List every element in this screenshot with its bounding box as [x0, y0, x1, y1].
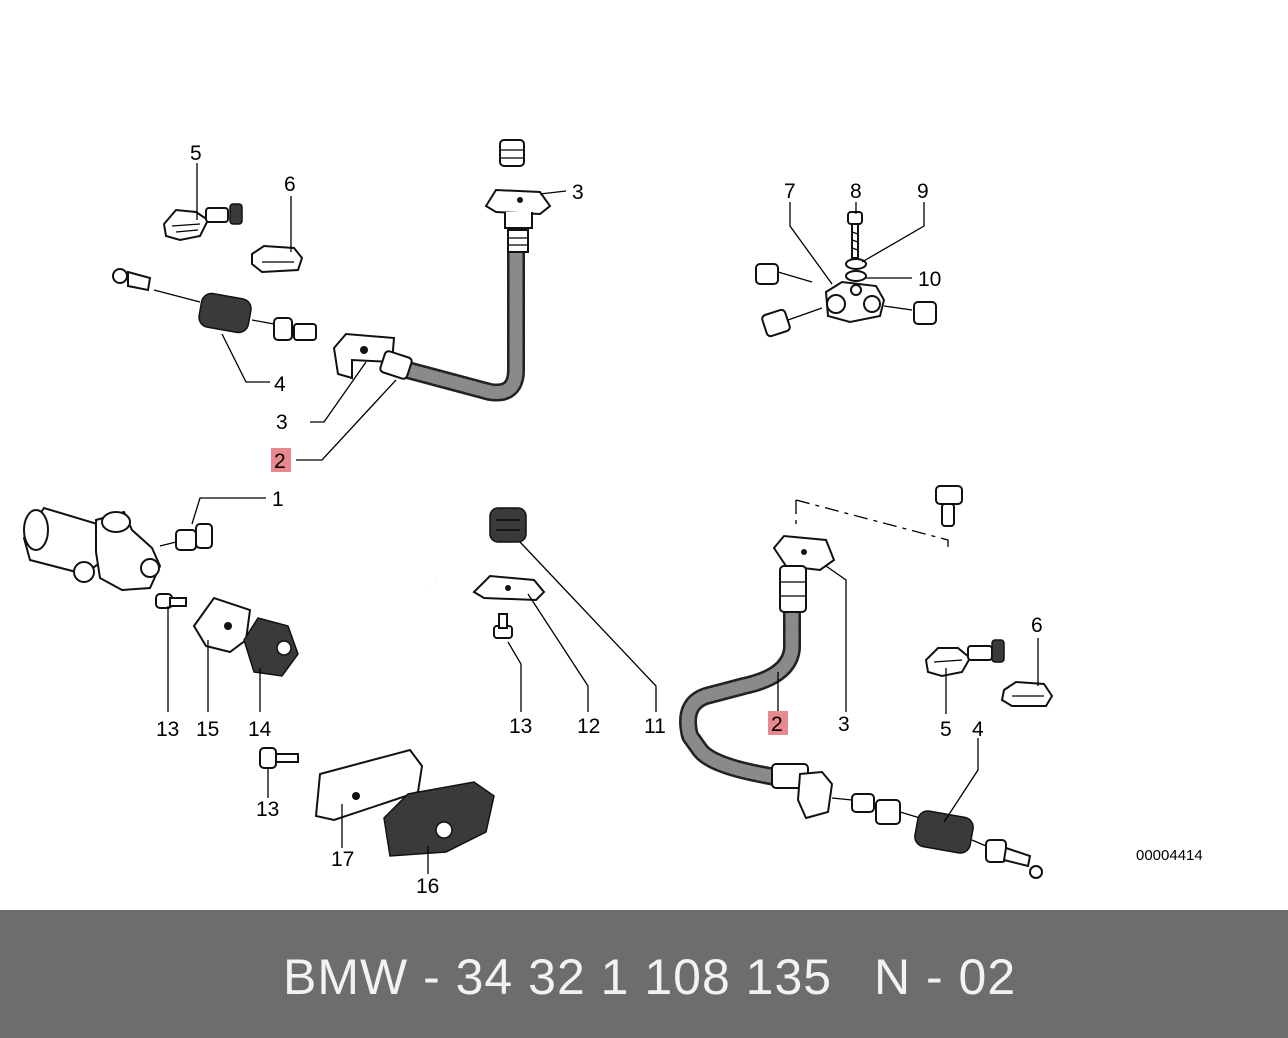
- callout-10: 10: [918, 268, 941, 291]
- part-13-screw-bottom: [259, 747, 299, 769]
- brake-hose-upper: [391, 229, 525, 402]
- brake-hose-lower: [679, 603, 801, 789]
- part-14-grommet-block: [243, 617, 299, 677]
- part-8-bolt: [847, 211, 863, 259]
- part-15-clamp: [192, 596, 252, 654]
- callout-4-left: 4: [274, 373, 286, 396]
- part-5-banjo-bolt-right: [924, 639, 1005, 678]
- callout-13-b: 13: [509, 715, 532, 738]
- bracket-3-right: [772, 534, 836, 572]
- part-13-screw-center: [493, 613, 513, 639]
- callout-4-right: 4: [972, 718, 984, 741]
- callout-7: 7: [784, 180, 796, 203]
- fitting-top-nut: [499, 139, 529, 253]
- hose-end-fitting-right-bottom: [771, 763, 834, 820]
- bracket-3-top: [484, 188, 552, 229]
- fitting-junction-right: [883, 301, 937, 325]
- part-6-clip-right: [1000, 680, 1054, 707]
- callout-5-right: 5: [940, 718, 952, 741]
- part-number-footer: BMW - 34 32 1 108 135 N - 02: [0, 910, 1288, 1038]
- callout-8: 8: [850, 180, 862, 203]
- leader-lines: [167, 163, 1039, 874]
- callout-5-top: 5: [190, 142, 202, 165]
- callout-3-top: 3: [572, 181, 584, 204]
- part-7-junction-block: [824, 280, 886, 324]
- part-12-bracket: [472, 574, 546, 602]
- part-4-grommet-upper: [112, 268, 317, 341]
- callout-labels: 5 6 3 4 3 2 1 7 8 9 10 13 15 14 13 12 11…: [156, 142, 1203, 898]
- callout-9: 9: [917, 180, 929, 203]
- part-6-clip-top: [251, 244, 304, 274]
- callout-16: 16: [416, 875, 439, 898]
- highlight-box-right: [768, 711, 788, 735]
- part-11-grommet: [489, 507, 527, 543]
- callout-15: 15: [196, 718, 219, 741]
- fitting-junction-left: [755, 263, 823, 338]
- hose-end-fitting-left: [379, 350, 413, 380]
- callout-17: 17: [331, 848, 354, 871]
- callout-6-top: 6: [284, 173, 296, 196]
- callout-12: 12: [577, 715, 600, 738]
- brake-pipe-long-s: [435, 320, 771, 580]
- brake-pipe-lower-left: [209, 528, 427, 627]
- fitting-right-drop-end: [935, 485, 963, 527]
- brake-pipe-right-drop: [929, 314, 976, 489]
- document-number: 00004414: [1136, 847, 1203, 864]
- part-9-10-washers: [845, 258, 867, 282]
- parts-diagram: 5 6 3 4 3 2 1 7 8 9 10 13 15 14 13 12 11…: [22, 87, 1203, 898]
- callout-2-left: 2: [274, 450, 286, 473]
- callout-13-a: 13: [156, 718, 179, 741]
- callout-6-right: 6: [1031, 614, 1043, 637]
- callout-1: 1: [272, 488, 284, 511]
- callout-11: 11: [644, 715, 666, 738]
- callout-13-c: 13: [256, 798, 279, 821]
- part-5-banjo-bolt-top: [162, 203, 243, 242]
- callout-3-right: 3: [838, 713, 850, 736]
- part-4-grommet-lower: [831, 793, 1043, 879]
- part-13-screw-left: [155, 593, 187, 609]
- brake-pipe-upper-loop: [508, 87, 761, 274]
- page-reference-text: N - 02: [874, 949, 1017, 1005]
- highlight-box-left: [271, 448, 291, 472]
- part-1-pressure-regulator: [22, 506, 213, 592]
- reference-dash-line: [795, 499, 949, 548]
- callout-14: 14: [248, 718, 272, 741]
- bracket-3-left: [332, 332, 396, 380]
- part-number-text: BMW - 34 32 1 108 135: [283, 949, 833, 1005]
- part-16-mount-block: [383, 781, 495, 857]
- brake-line-exploded-view: 5 6 3 4 3 2 1 7 8 9 10 13 15 14 13 12 11…: [22, 87, 1203, 898]
- callout-2-right: 2: [771, 713, 783, 736]
- hose-end-fitting-right-top: [779, 565, 807, 613]
- callout-3-left: 3: [276, 411, 288, 434]
